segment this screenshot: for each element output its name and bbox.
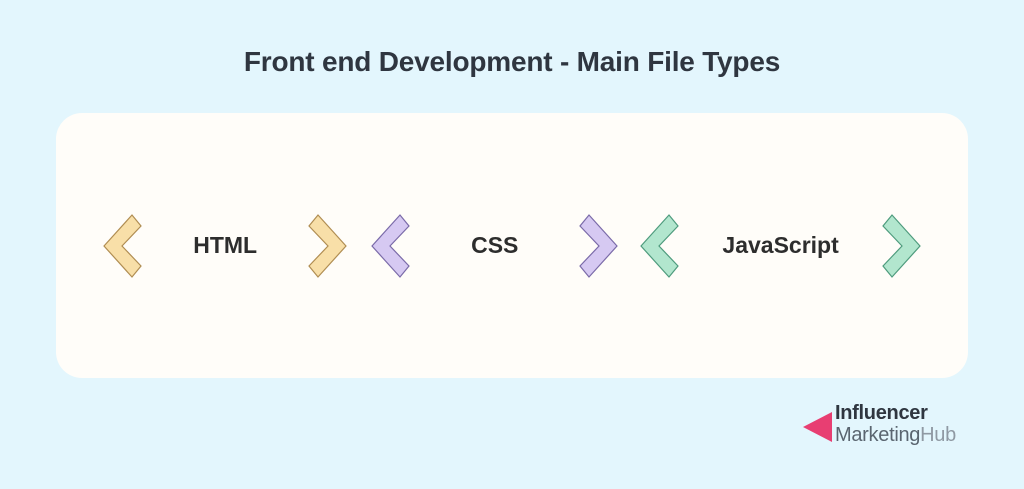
brand-logo-text: Influencer MarketingHub [835, 402, 956, 447]
triangle-left-icon [803, 412, 832, 442]
angle-bracket-left-icon [640, 213, 680, 278]
language-item-html: HTML [101, 207, 349, 285]
brand-name-primary: Influencer [835, 401, 928, 424]
page-title: Front end Development - Main File Types [243, 46, 781, 77]
brand-name-hub: Hub [920, 423, 956, 446]
language-label-html: HTML [193, 232, 258, 258]
brand-name-marketing: Marketing [835, 423, 921, 446]
language-label-css: CSS [471, 232, 519, 258]
content-card: HTML CSS JavaScript [56, 113, 968, 378]
angle-bracket-right-icon [308, 213, 347, 278]
angle-bracket-right-icon [579, 213, 619, 278]
angle-bracket-left-icon [103, 213, 143, 278]
language-label-javascript: JavaScript [722, 232, 839, 258]
brand-logo: Influencer MarketingHub [803, 401, 956, 447]
angle-bracket-left-icon [371, 213, 410, 278]
language-list: HTML CSS JavaScript [56, 113, 968, 378]
brand-name-secondary: MarketingHub [835, 424, 956, 447]
angle-bracket-right-icon [881, 213, 921, 278]
language-item-css: CSS [369, 207, 620, 285]
language-item-javascript: JavaScript [638, 207, 922, 285]
